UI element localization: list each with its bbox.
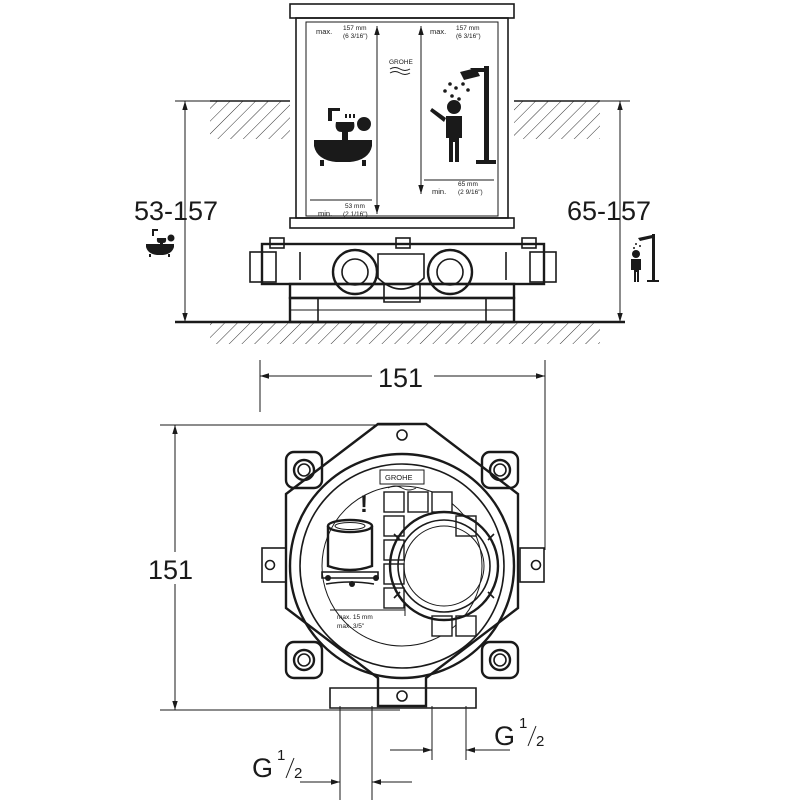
- bath-max-value: 157 mm: [343, 25, 366, 32]
- cartridge-cylinder: [388, 510, 500, 622]
- outlet-right: [426, 248, 474, 296]
- bath-min-value: 53 mm: [345, 203, 365, 210]
- bathtub-icon-small: [146, 229, 175, 257]
- left-height-label: 53-157: [134, 196, 218, 226]
- bath-max-label: max.: [316, 27, 332, 36]
- width-label: 151: [378, 363, 423, 393]
- valve-body-side: [249, 237, 557, 324]
- screw-bottom: [396, 690, 408, 702]
- side-lug-left: [261, 547, 287, 583]
- shower-max-value: 157 mm: [456, 25, 479, 32]
- max-depth-inch: max. 3/5": [337, 623, 365, 630]
- shower-icon-small: [631, 234, 659, 282]
- height-label: 151: [148, 555, 193, 585]
- valve-insert-icon: [321, 518, 379, 587]
- shower-max-inch: (6 3/16"): [456, 33, 481, 40]
- side-view: max. 157 mm (6 3/16") max. 157 mm (6 3/1…: [134, 3, 659, 344]
- corner-ear-tl: [284, 450, 324, 490]
- left-thread-g: G: [252, 753, 273, 783]
- outlet-left: [331, 248, 379, 296]
- front-view: 151 151: [145, 360, 546, 800]
- screw-top: [396, 429, 408, 441]
- bath-min-inch: (2 1/16"): [343, 211, 368, 218]
- grohe-logo-side: GROHE: [389, 59, 414, 75]
- right-thread-num: 1: [519, 715, 527, 732]
- shower-min-label: min.: [432, 187, 446, 196]
- plaster-guard: [289, 3, 515, 229]
- corner-ear-br: [480, 640, 520, 680]
- svg-text:GROHE: GROHE: [389, 59, 414, 66]
- main-housing-ring: [288, 452, 516, 680]
- left-thread-num: 1: [277, 747, 285, 764]
- warning-icon: !: [360, 491, 368, 518]
- shower-icon: [430, 66, 496, 164]
- corner-ear-tr: [480, 450, 520, 490]
- max-depth-mm: max. 15 mm: [337, 614, 373, 621]
- side-lug-right: [519, 547, 545, 583]
- shower-max-label: max.: [430, 27, 446, 36]
- corner-ear-bl: [284, 640, 324, 680]
- svg-text:GROHE: GROHE: [385, 473, 413, 482]
- grohe-logo-front: GROHE: [379, 469, 425, 491]
- wall-surface-hatch: [210, 100, 600, 139]
- right-thread-den: 2: [536, 733, 544, 750]
- bath-max-inch: (6 3/16"): [343, 33, 368, 40]
- shower-min-value: 65 mm: [458, 181, 478, 188]
- right-height-label: 65-157: [567, 196, 651, 226]
- left-thread-den: 2: [294, 765, 302, 782]
- base-surface-hatch: [175, 320, 625, 344]
- shower-min-inch: (2 9/16"): [458, 189, 483, 196]
- bathtub-icon: [314, 108, 372, 166]
- right-thread-g: G: [494, 721, 515, 751]
- bath-min-label: min.: [318, 209, 332, 218]
